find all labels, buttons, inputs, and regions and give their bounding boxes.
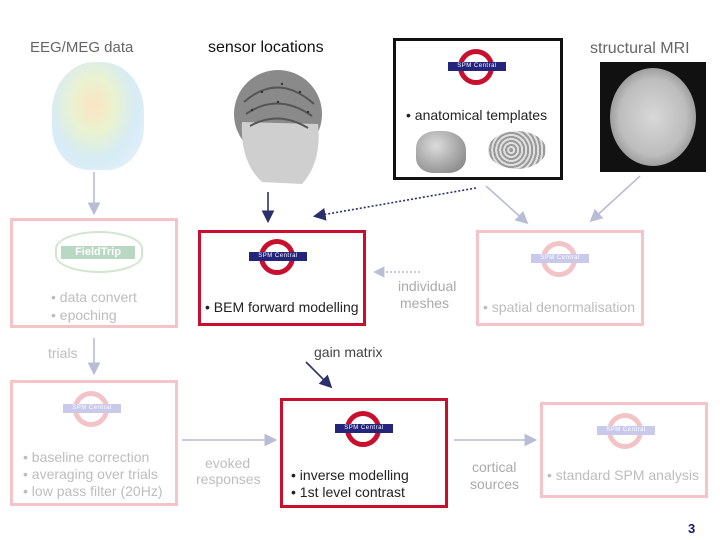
averaging-label: • averaging over trials <box>23 466 158 482</box>
bem-forward-box: SPM Central • BEM forward modelling <box>198 230 366 326</box>
data-convert-label: • data convert <box>51 289 137 305</box>
sensor-locations-label: sensor locations <box>208 39 324 56</box>
spm-logo: SPM Central <box>63 391 125 427</box>
epoching-label: • epoching <box>51 307 117 323</box>
trials-label: trials <box>48 345 78 361</box>
eeg-meg-label: EEG/MEG data <box>30 39 134 56</box>
mri-slice-image <box>600 62 706 172</box>
template-head-image <box>416 131 466 173</box>
responses-label: responses <box>196 471 261 487</box>
standard-spm-box: SPM Central • standard SPM analysis <box>540 402 708 498</box>
structural-mri-label: structural MRI <box>590 40 690 57</box>
first-level-label: • 1st level contrast <box>291 484 405 500</box>
cortical-label: cortical <box>472 459 517 475</box>
individual-label: individual <box>398 278 457 294</box>
gain-matrix-label: gain matrix <box>314 344 383 360</box>
fieldtrip-logo: FieldTrip <box>55 231 143 273</box>
template-brain-image <box>488 131 546 169</box>
inverse-modelling-label: • inverse modelling <box>291 467 409 483</box>
spatial-denorm-label: • spatial denormalisation <box>483 299 635 315</box>
bem-forward-label: • BEM forward modelling <box>205 299 359 315</box>
page-number: 3 <box>688 521 696 536</box>
eeg-topography-image <box>52 62 144 170</box>
sources-label: sources <box>470 476 520 492</box>
spatial-denorm-box: SPM Central • spatial denormalisation <box>476 230 644 326</box>
arrow-templates-to-denorm <box>485 185 529 225</box>
arrow-mri-to-denorm <box>589 175 641 223</box>
evoked-label: evoked <box>205 455 251 471</box>
spm-logo: SPM Central <box>597 413 659 449</box>
baseline-label: • baseline correction <box>23 449 150 465</box>
spm-logo: SPM Central <box>448 49 510 85</box>
spm-logo: SPM Central <box>335 411 397 447</box>
arrow-templates-to-bem <box>312 187 477 221</box>
spm-logo: SPM Central <box>531 241 593 277</box>
sensor-head-image <box>222 62 334 192</box>
inverse-modelling-box: SPM Central • inverse modelling • 1st le… <box>280 398 448 508</box>
spm-logo: SPM Central <box>249 239 311 275</box>
anatomical-templates-box: SPM Central • anatomical templates <box>393 38 563 180</box>
preprocessing-box: SPM Central • baseline correction • aver… <box>10 380 178 506</box>
fieldtrip-box: FieldTrip • data convert • epoching <box>10 218 178 328</box>
low-pass-label: • low pass filter (20Hz) <box>23 483 163 499</box>
anatomical-templates-label: • anatomical templates <box>406 107 548 123</box>
standard-spm-label: • standard SPM analysis <box>547 467 699 483</box>
meshes-label: meshes <box>400 295 450 311</box>
arrow-gain-to-inverse <box>305 361 333 389</box>
